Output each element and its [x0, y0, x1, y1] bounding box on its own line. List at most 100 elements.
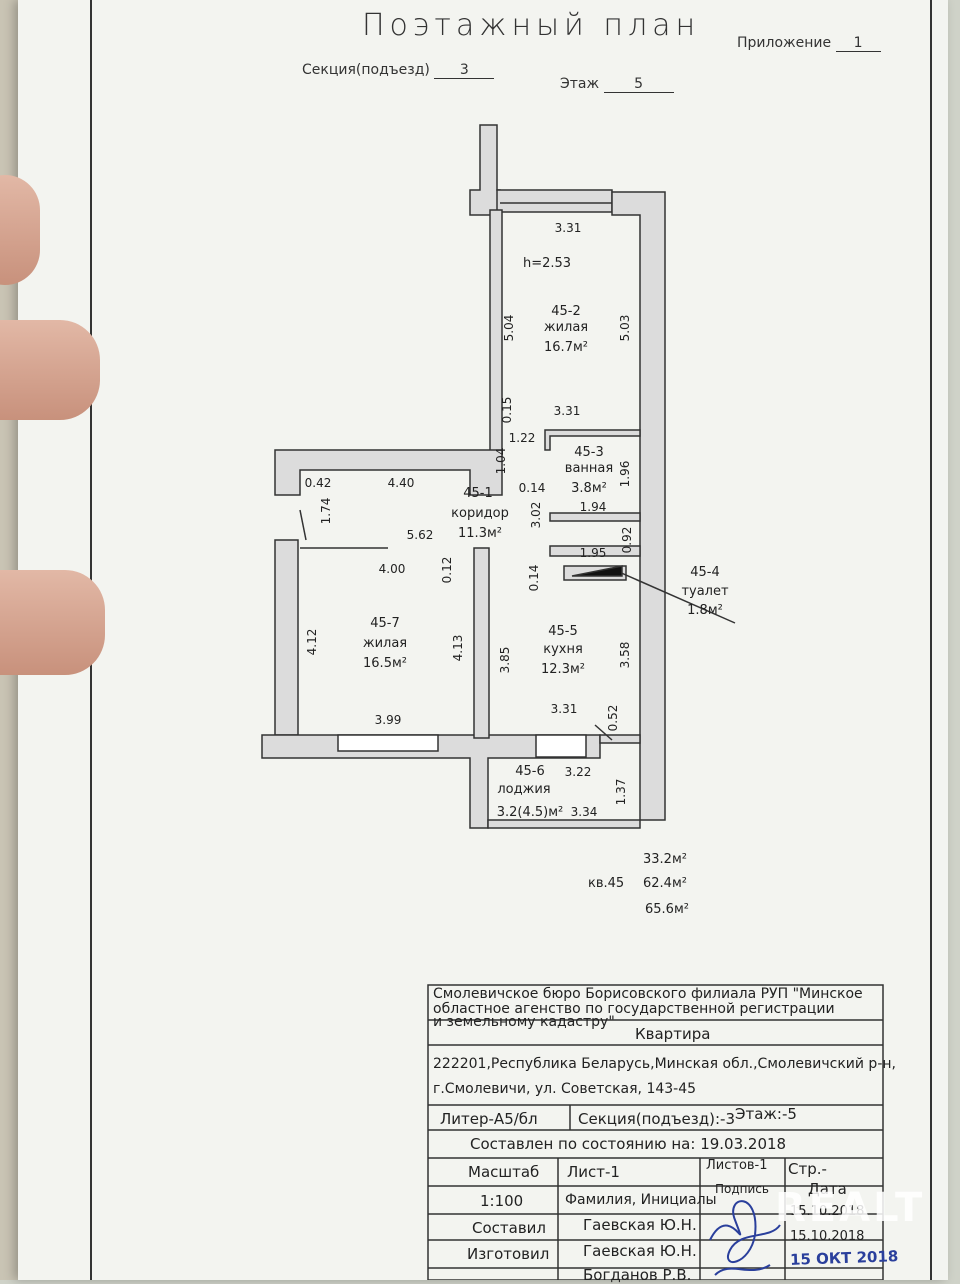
- stamp-date: 15 ОКТ 2018: [789, 1247, 899, 1269]
- org-line-2: областное агенство по государственной ре…: [433, 1001, 835, 1017]
- svg-text:4.40: 4.40: [388, 476, 415, 490]
- page-title: Поэтажный план: [362, 8, 701, 43]
- svg-text:5.03: 5.03: [618, 315, 632, 342]
- appendix-label: Приложение: [737, 35, 832, 51]
- svg-text:0.52: 0.52: [606, 705, 620, 732]
- made-label: Изготовил: [467, 1245, 550, 1263]
- state-date: Составлен по состоянию на: 19.03.2018: [470, 1135, 787, 1153]
- scale-label: Масштаб: [468, 1163, 540, 1181]
- svg-text:0.14: 0.14: [527, 565, 541, 592]
- svg-text:3.31: 3.31: [551, 702, 578, 716]
- svg-text:5.04: 5.04: [502, 315, 516, 342]
- floor-label: Этаж: [560, 76, 600, 92]
- appendix-value: 1: [835, 35, 881, 52]
- compiled-name: Гаевская Ю.Н.: [583, 1216, 697, 1234]
- svg-text:65.6м²: 65.6м²: [645, 902, 689, 917]
- svg-text:1.04: 1.04: [494, 448, 508, 475]
- org-line-3: и земельному кадастру": [433, 1014, 615, 1030]
- floor-field: Этаж 5: [560, 76, 674, 93]
- svg-text:4.00: 4.00: [379, 562, 406, 576]
- sheets-label: Листов-1: [706, 1158, 768, 1173]
- floor-info: Этаж:-5: [735, 1105, 797, 1123]
- svg-text:16.5м²: 16.5м²: [363, 656, 407, 671]
- svg-text:кухня: кухня: [543, 642, 583, 657]
- appendix: Приложение 1: [737, 35, 881, 52]
- compiled-date: 15.10.2018: [790, 1204, 865, 1219]
- svg-text:3.85: 3.85: [498, 647, 512, 674]
- svg-text:коридор: коридор: [451, 506, 509, 521]
- litera: Литер-А5/бл: [440, 1110, 538, 1128]
- room-45-6: 45-6 лоджия 3.2(4.5)м²: [497, 764, 564, 820]
- checked-name: Богданов Р.В.: [583, 1266, 692, 1284]
- svg-text:5.62: 5.62: [407, 528, 434, 542]
- address-line-1: 222201,Республика Беларусь,Минская обл.,…: [433, 1056, 896, 1072]
- room-45-2: h=2.53 45-2 жилая 16.7м²: [523, 256, 588, 355]
- svg-text:3.58: 3.58: [618, 642, 632, 669]
- svg-text:3.31: 3.31: [554, 404, 581, 418]
- finger-1: [0, 175, 40, 285]
- finger-2: [0, 320, 100, 420]
- svg-text:45-6: 45-6: [515, 764, 545, 779]
- interior-lines: [299, 202, 736, 741]
- svg-text:3.02: 3.02: [529, 502, 543, 529]
- totals: 33.2м² кв.45 62.4м² 65.6м²: [588, 852, 689, 917]
- svg-text:туалет: туалет: [681, 584, 729, 599]
- svg-text:3.34: 3.34: [571, 805, 598, 819]
- finger-3: [0, 570, 105, 675]
- svg-text:1.94: 1.94: [580, 500, 607, 514]
- svg-text:3.8м²: 3.8м²: [571, 481, 607, 496]
- section-info: Секция(подъезд):-3: [578, 1110, 735, 1128]
- svg-text:кв.45: кв.45: [588, 876, 624, 891]
- signature-header: Подпись: [715, 1182, 769, 1196]
- scale-value: 1:100: [480, 1192, 524, 1210]
- svg-text:45-3: 45-3: [574, 445, 604, 460]
- svg-text:1.22: 1.22: [509, 431, 536, 445]
- svg-text:3.22: 3.22: [565, 765, 592, 779]
- walls: [261, 124, 666, 829]
- svg-text:33.2м²: 33.2м²: [643, 852, 687, 867]
- dimensions: 3.31 5.04 5.03 0.15 3.31 1.22 1.04 1.96 …: [305, 221, 634, 819]
- svg-text:0.92: 0.92: [620, 527, 634, 554]
- made-name: Гаевская Ю.Н.: [583, 1242, 697, 1260]
- pages-label: Стр.-: [788, 1160, 827, 1178]
- room-45-4: 45-4 туалет 1.8м²: [681, 565, 729, 618]
- svg-text:45-2: 45-2: [551, 304, 581, 319]
- svg-text:h=2.53: h=2.53: [523, 256, 571, 271]
- address-line-2: г.Смолевичи, ул. Советская, 143-45: [433, 1081, 697, 1097]
- sheet-label: Лист-1: [567, 1163, 620, 1181]
- section-field: Секция(подъезд) 3: [302, 62, 495, 79]
- svg-text:жилая: жилая: [544, 320, 588, 335]
- svg-text:3.31: 3.31: [555, 221, 582, 235]
- svg-text:1.8м²: 1.8м²: [687, 603, 723, 618]
- svg-text:жилая: жилая: [363, 636, 407, 651]
- room-45-5: 45-5 кухня 12.3м²: [541, 624, 585, 677]
- made-date: 15.10.2018: [790, 1229, 865, 1244]
- svg-text:1.95: 1.95: [580, 546, 607, 560]
- floor-value: 5: [603, 76, 674, 93]
- date-header: Дата: [808, 1180, 847, 1198]
- svg-text:11.3м²: 11.3м²: [458, 526, 502, 541]
- svg-text:0.42: 0.42: [305, 476, 332, 490]
- watermark: REALT: [775, 1185, 926, 1231]
- room-45-3: 45-3 ванная 3.8м²: [565, 445, 613, 496]
- svg-text:4.12: 4.12: [305, 629, 319, 656]
- svg-text:3.99: 3.99: [375, 713, 402, 727]
- object-type: Квартира: [635, 1025, 711, 1043]
- section-value: 3: [434, 62, 495, 79]
- room-45-7: 45-7 жилая 16.5м²: [363, 616, 407, 671]
- svg-text:лоджия: лоджия: [497, 782, 550, 797]
- svg-text:0.12: 0.12: [440, 557, 454, 584]
- svg-text:1.96: 1.96: [618, 461, 632, 488]
- svg-text:0.14: 0.14: [519, 481, 546, 495]
- svg-text:45-4: 45-4: [690, 565, 720, 580]
- room-45-1: 45-1 коридор 11.3м²: [451, 486, 509, 541]
- svg-text:1.37: 1.37: [614, 779, 628, 806]
- org-line-1: Смолевичское бюро Борисовского филиала Р…: [433, 986, 863, 1002]
- title-block-grid: [427, 984, 884, 1280]
- section-label: Секция(подъезд): [302, 62, 430, 78]
- compiled-label: Составил: [472, 1219, 547, 1237]
- svg-text:12.3м²: 12.3м²: [541, 662, 585, 677]
- name-header: Фамилия, Инициалы: [565, 1192, 717, 1208]
- svg-text:16.7м²: 16.7м²: [544, 340, 588, 355]
